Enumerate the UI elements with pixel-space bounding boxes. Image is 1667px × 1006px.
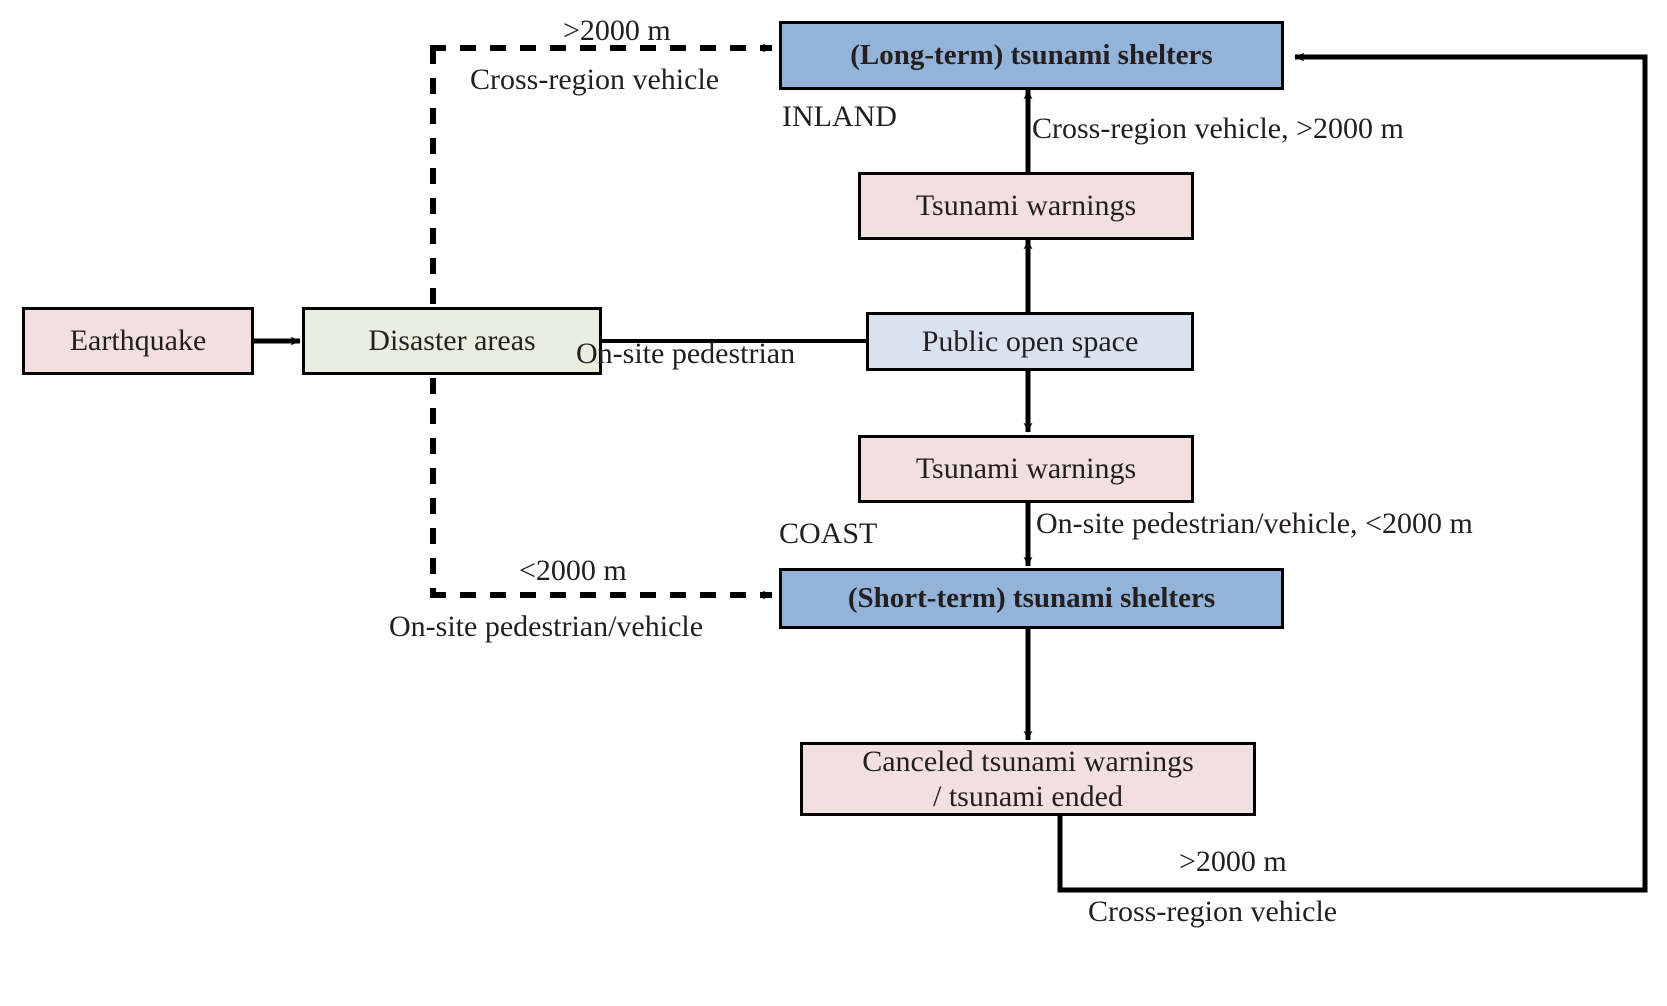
node-tsunami-warnings-upper[interactable]: Tsunami warnings <box>858 172 1194 240</box>
edge-label-return-mode: Cross-region vehicle <box>1088 895 1338 928</box>
edge-label-return-distance: >2000 m <box>1179 845 1287 878</box>
node-short-term-shelters-label: (Short-term) tsunami shelters <box>847 582 1216 615</box>
node-tsunami-warnings-lower-label: Tsunami warnings <box>915 452 1137 486</box>
node-public-open-space[interactable]: Public open space <box>866 312 1194 371</box>
node-earthquake[interactable]: Earthquake <box>22 307 254 375</box>
node-canceled-warnings[interactable]: Canceled tsunami warnings / tsunami ende… <box>800 742 1256 816</box>
region-label-coast: COAST <box>779 517 878 550</box>
node-public-open-space-label: Public open space <box>921 324 1139 358</box>
edge-label-on-site-pedestrian: On-site pedestrian <box>576 337 796 370</box>
node-tsunami-warnings-upper-label: Tsunami warnings <box>915 189 1137 223</box>
node-disaster-areas-label: Disaster areas <box>368 324 536 358</box>
edge-label-bottom-dashed-distance: <2000 m <box>519 554 627 587</box>
edge-label-top-dashed-mode: Cross-region vehicle <box>470 63 720 96</box>
node-long-term-shelters[interactable]: (Long-term) tsunami shelters <box>779 21 1284 90</box>
edge-label-top-dashed-distance: >2000 m <box>563 14 671 47</box>
node-disaster-areas[interactable]: Disaster areas <box>302 307 602 375</box>
node-canceled-warnings-line1: Canceled tsunami warnings <box>862 744 1194 778</box>
node-earthquake-label: Earthquake <box>69 324 207 358</box>
node-tsunami-warnings-lower[interactable]: Tsunami warnings <box>858 435 1194 503</box>
node-canceled-warnings-line2: / tsunami ended <box>933 780 1123 813</box>
edge-label-warnings-to-shortterm: On-site pedestrian/vehicle, <2000 m <box>1036 507 1473 540</box>
node-short-term-shelters[interactable]: (Short-term) tsunami shelters <box>779 568 1284 629</box>
region-label-inland: INLAND <box>782 100 897 133</box>
edge-label-warnings-to-longterm: Cross-region vehicle, >2000 m <box>1032 112 1404 145</box>
node-long-term-shelters-label: (Long-term) tsunami shelters <box>850 39 1213 72</box>
edge-label-bottom-dashed-mode: On-site pedestrian/vehicle <box>389 610 704 643</box>
